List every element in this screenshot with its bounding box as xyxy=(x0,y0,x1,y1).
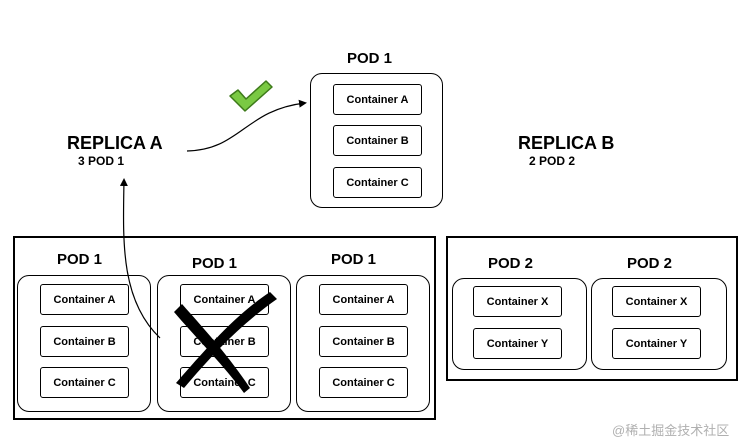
container-box: Container C xyxy=(319,367,408,398)
arrow-from-deleted-pod xyxy=(119,178,161,339)
cross-icon xyxy=(174,292,277,393)
replica-b-subtitle: 2 POD 2 xyxy=(529,154,576,168)
top-pod: Container A Container B Container C xyxy=(310,73,443,208)
replica-a-subtitle: 3 POD 1 xyxy=(78,154,125,168)
watermark: @稀土掘金技术社区 xyxy=(612,423,730,438)
pod-title: POD 1 xyxy=(57,251,103,268)
container-box: Container C xyxy=(333,167,422,198)
pod: Container A Container B Container C xyxy=(296,275,430,412)
replica-a-group xyxy=(13,236,436,420)
container-box: Container A xyxy=(40,284,129,315)
container-box: Container Y xyxy=(473,328,562,359)
container-box: Container X xyxy=(612,286,701,317)
check-icon xyxy=(229,80,273,112)
pod-title: POD 1 xyxy=(331,251,377,268)
pod: Container X Container Y xyxy=(591,278,727,370)
container-box: Container A xyxy=(319,284,408,315)
container-box: Container B xyxy=(333,125,422,156)
container-box: Container Y xyxy=(612,328,701,359)
container-box: Container C xyxy=(40,367,129,398)
replica-a-title: REPLICA A xyxy=(67,133,163,153)
replica-b-group xyxy=(446,236,738,381)
arrow-to-new-pod xyxy=(186,99,307,152)
pod-title: POD 1 xyxy=(192,255,238,272)
pod: Container X Container Y xyxy=(452,278,587,370)
container-box: Container X xyxy=(473,286,562,317)
pod-title: POD 2 xyxy=(627,255,673,272)
container-box: Container B xyxy=(319,326,408,357)
top-pod-title: POD 1 xyxy=(347,50,393,67)
container-box: Container A xyxy=(333,84,422,115)
replica-b-title: REPLICA B xyxy=(518,133,615,153)
container-box: Container B xyxy=(40,326,129,357)
pod-title: POD 2 xyxy=(488,255,534,272)
pod: Container A Container B Container C xyxy=(17,275,151,412)
